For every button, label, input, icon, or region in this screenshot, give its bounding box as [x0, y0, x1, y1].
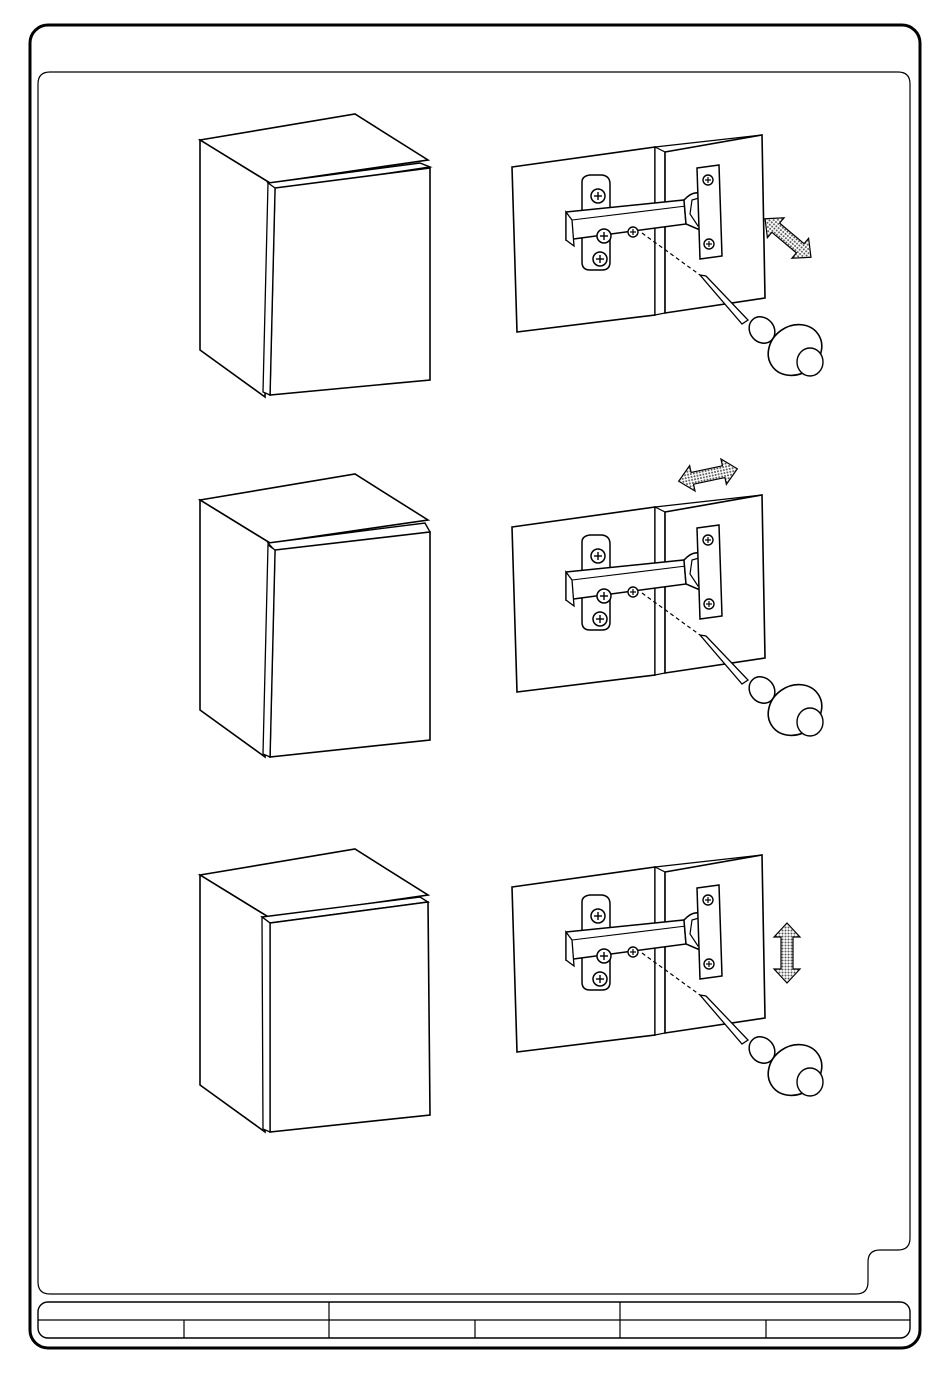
title-block — [38, 1302, 910, 1338]
step-1-cabinet — [200, 114, 430, 397]
step-2-cabinet — [200, 474, 430, 757]
step-3-cabinet — [200, 849, 430, 1132]
drawing-frame — [38, 72, 910, 1294]
